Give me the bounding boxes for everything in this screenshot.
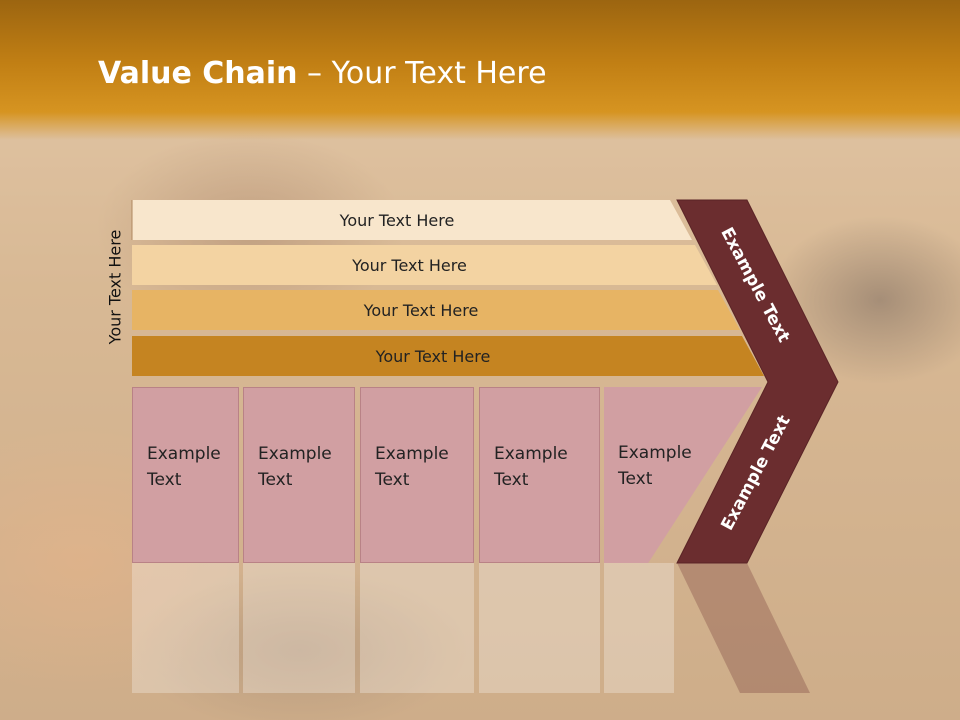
bar-4[interactable]: Your Text Here [132, 336, 764, 376]
card-1-line2: Text [147, 470, 182, 490]
card-4-line1: Example [494, 444, 568, 464]
bar-2[interactable]: Your Text Here [132, 245, 717, 285]
title-bold: Value Chain [98, 56, 298, 91]
card-4-line2: Text [494, 470, 529, 490]
header-band [0, 0, 960, 140]
slide-title[interactable]: Value Chain – Your Text Here [98, 56, 547, 91]
bar-3-label: Your Text Here [363, 300, 479, 320]
title-rest: – Your Text Here [297, 56, 547, 91]
card-2-line2: Text [258, 470, 293, 490]
bar-1-label: Your Text Here [339, 210, 455, 230]
card-3-line1: Example [375, 444, 449, 464]
bar-2-label: Your Text Here [352, 255, 467, 275]
bar-3[interactable]: Your Text Here [132, 290, 740, 330]
card-1-line1: Example [147, 444, 221, 464]
card-3-line2: Text [375, 470, 410, 490]
card-2-line1: Example [258, 444, 332, 464]
card-3[interactable]: Example Text [360, 387, 474, 563]
card-4[interactable]: Example Text [479, 387, 600, 563]
card-5-line2: Text [618, 469, 653, 489]
card-5-line1: Example [618, 443, 692, 463]
card-1[interactable]: Example Text [132, 387, 239, 563]
bar-4-label: Your Text Here [375, 346, 491, 366]
bar-1[interactable]: Your Text Here [132, 200, 692, 240]
card-2[interactable]: Example Text [243, 387, 355, 563]
side-label[interactable]: Your Text Here [105, 229, 125, 345]
